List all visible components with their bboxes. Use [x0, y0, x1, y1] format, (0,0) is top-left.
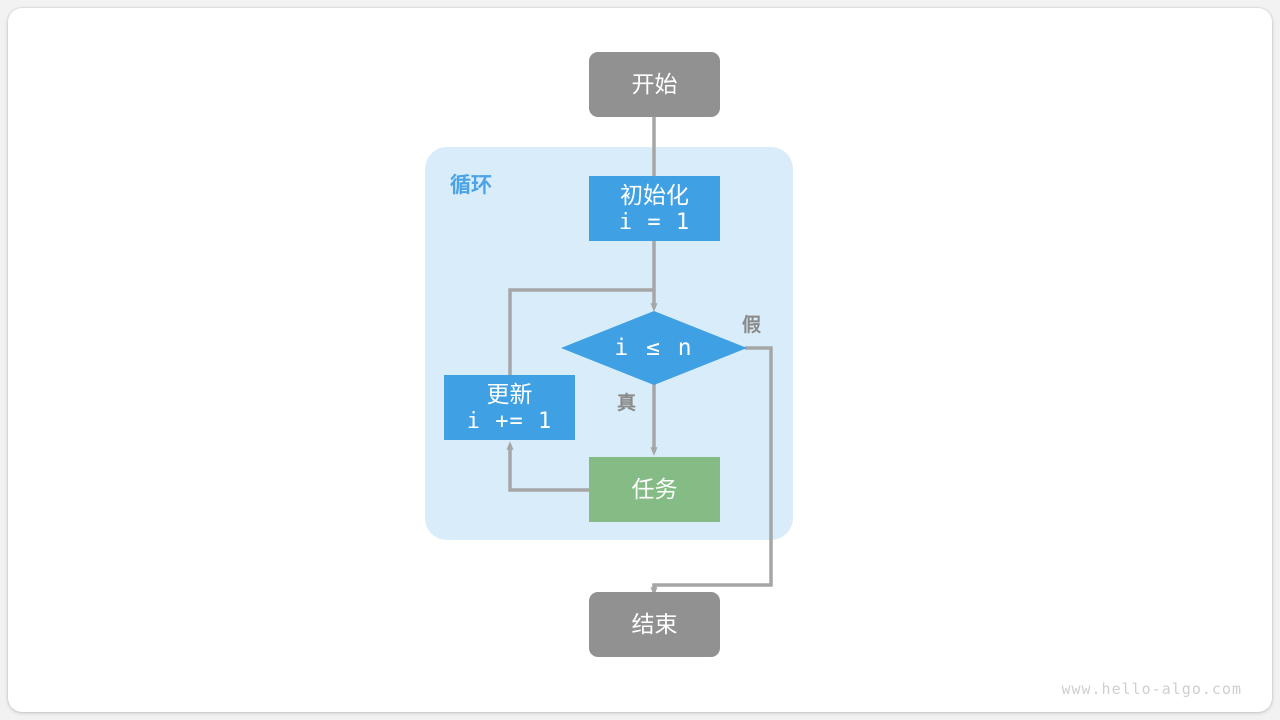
node-task[interactable]: 任务: [589, 457, 720, 522]
node-update-expression: i += 1: [466, 409, 553, 435]
edge-condition-false-to-end: [650, 346, 773, 596]
node-init-label: 初始化: [620, 181, 689, 208]
condition-diamond: [561, 311, 747, 385]
node-end[interactable]: 结束: [589, 592, 720, 657]
node-update-label: 更新: [486, 380, 533, 407]
edge-label-true: 真: [617, 393, 637, 414]
node-task-label: 任务: [631, 476, 678, 503]
edge-task-to-update: [506, 441, 589, 492]
node-update[interactable]: 更新 i += 1: [444, 375, 575, 440]
edge-update-to-condition: [508, 288, 654, 375]
node-init[interactable]: 初始化 i = 1: [589, 176, 720, 241]
node-end-label: 结束: [631, 611, 678, 638]
loop-container-label: 循环: [450, 174, 492, 197]
node-init-expression: i = 1: [618, 210, 691, 236]
watermark: www.hello-algo.com: [1061, 680, 1242, 698]
node-start[interactable]: 开始: [589, 52, 720, 117]
edge-label-false: 假: [742, 315, 762, 336]
node-start-label: 开始: [631, 71, 678, 98]
